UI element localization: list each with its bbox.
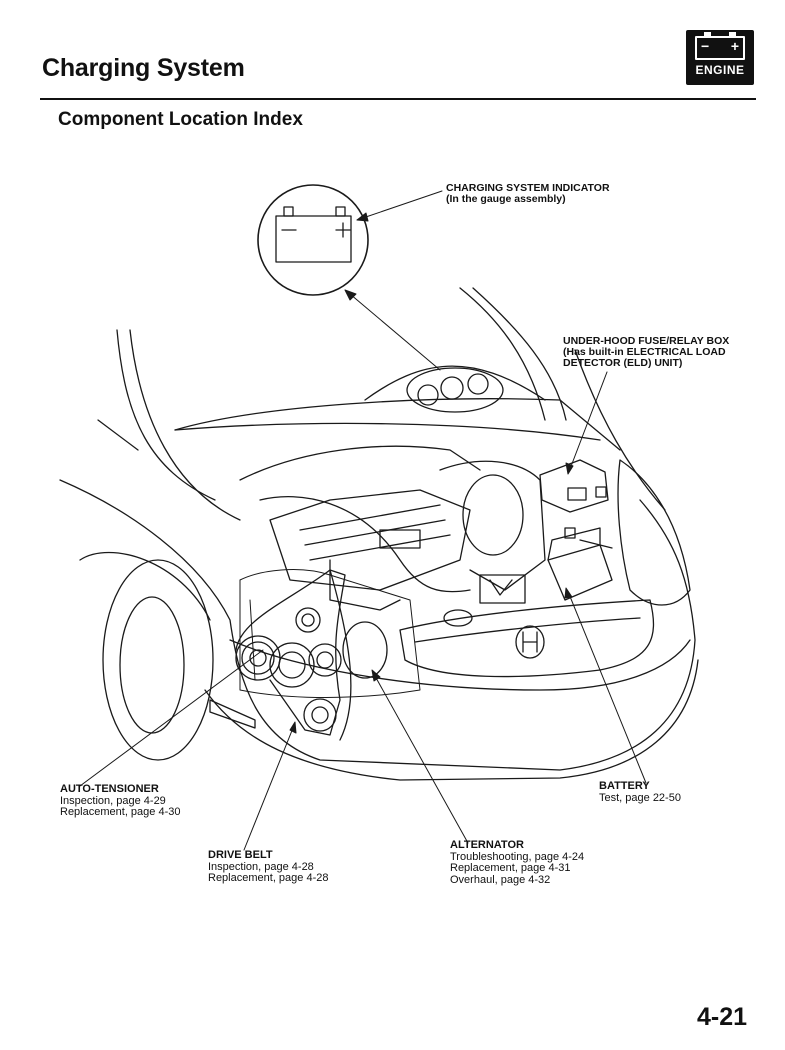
callout-fuse-relay-box: UNDER-HOOD FUSE/RELAY BOX (Has built-in … — [563, 335, 730, 369]
callout-battery: BATTERY Test, page 22-50 — [599, 780, 681, 804]
fuse-relay-box — [539, 459, 609, 513]
battery — [547, 527, 613, 601]
bay-details — [239, 569, 421, 698]
pulleys-and-belt — [235, 569, 388, 741]
callout-charging-indicator: CHARGING SYSTEM INDICATOR (In the gauge … — [446, 182, 610, 205]
section-title: Component Location Index — [58, 109, 303, 130]
page-title: Charging System — [42, 54, 245, 82]
engine-section-badge: − + ENGINE — [686, 30, 754, 85]
callout-alternator: ALTERNATOR Troubleshooting, page 4-24 Re… — [450, 839, 585, 886]
charging-indicator-icon — [275, 206, 352, 263]
engine — [239, 445, 546, 627]
page-number: 4-21 — [697, 1003, 748, 1031]
car-body — [59, 287, 699, 781]
leader-lines — [79, 190, 647, 851]
header-rule — [40, 98, 756, 100]
badge-label: ENGINE — [695, 63, 745, 77]
indicator-magnifier — [257, 184, 369, 296]
callout-auto-tensioner: AUTO-TENSIONER Inspection, page 4-29 Rep… — [60, 783, 181, 818]
battery-icon: − + — [695, 32, 745, 60]
callout-drive-belt: DRIVE BELT Inspection, page 4-28 Replace… — [208, 849, 329, 884]
